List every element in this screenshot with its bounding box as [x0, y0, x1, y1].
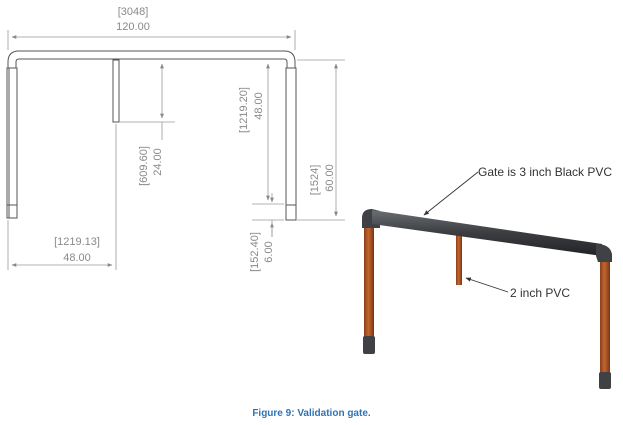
- gate-3d-render: [362, 209, 612, 389]
- figure-caption: Figure 9: Validation gate.: [252, 408, 371, 419]
- right-post-3d: [600, 255, 610, 377]
- width-imperial-label: 120.00: [116, 21, 150, 33]
- post-spacing-imperial-label: 48.00: [63, 252, 91, 264]
- height-short-metric-label: [1219.20]: [238, 87, 250, 133]
- drop-pipe-3d: [456, 233, 462, 285]
- post-spacing-metric-label: [1219.13]: [54, 236, 100, 248]
- height-total-metric-label: [1524]: [309, 165, 321, 196]
- base-offset-imperial-label: 6.00: [263, 241, 275, 262]
- drop-pipe-outline: [112, 59, 120, 123]
- base-offset-metric-label: [152.40]: [249, 232, 261, 272]
- gate-callout-leader: [423, 171, 479, 216]
- right-elbow-3d: [596, 244, 612, 262]
- left-post-cap-3d: [363, 336, 375, 354]
- drop-length-metric-label: [609.60]: [138, 146, 150, 186]
- height-short-imperial-label: 48.00: [253, 92, 265, 120]
- height-total-imperial-label: 60.00: [324, 164, 336, 192]
- top-bar-3d: [372, 210, 602, 256]
- left-post-3d: [364, 224, 374, 342]
- drop-length-imperial-label: 24.00: [152, 148, 164, 176]
- width-metric-label: [3048]: [118, 6, 149, 18]
- dimension-labels: [3048] 120.00 [1219.20] 48.00 [609.60] 2…: [54, 6, 336, 272]
- right-post-cap-3d: [599, 372, 611, 389]
- drop-callout-label: 2 inch PVC: [510, 286, 570, 300]
- right-post-outline: [285, 67, 297, 221]
- drop-callout-leader: [465, 277, 509, 293]
- left-post-outline: [6, 67, 18, 219]
- top-bar-outline: [7, 50, 296, 68]
- callouts: Gate is 3 inch Black PVC 2 inch PVC: [423, 165, 612, 300]
- gate-callout-label: Gate is 3 inch Black PVC: [478, 165, 612, 179]
- front-view-drawing: [6, 50, 297, 221]
- top-bar-inner: [15, 58, 288, 68]
- dimension-lines: [7, 30, 345, 270]
